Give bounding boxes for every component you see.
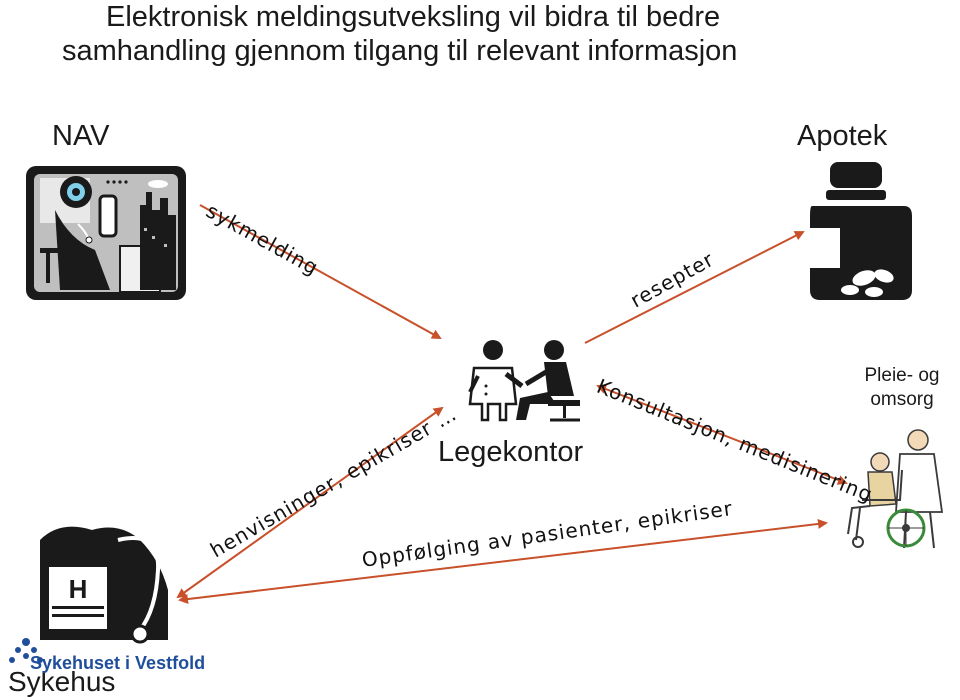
node-nav-label: NAV	[52, 120, 110, 152]
arrow-nav-legekontor	[199, 204, 442, 339]
svg-text:H: H	[69, 574, 88, 604]
diagram-title: Elektronisk meldingsutveksling vil bidra…	[62, 0, 906, 68]
nav-clipart-icon	[26, 166, 186, 300]
pleie-line-1: Pleie- og	[864, 365, 940, 386]
logo-emblem-icon	[9, 638, 43, 663]
title-line-1: Elektronisk meldingsutveksling vil bidra…	[106, 1, 721, 33]
doctor-patient-icon	[468, 340, 580, 422]
arrow-sykehus-pleie	[178, 518, 828, 605]
node-sykehus-label: Sykehus	[8, 666, 116, 697]
arrow-legekontor-apotek	[584, 231, 805, 344]
title-line-2: samhandling gjennom tilgang til relevant…	[62, 35, 738, 67]
hospital-stethoscope-icon: H	[40, 526, 168, 644]
pleie-line-2: omsorg	[870, 389, 934, 410]
pill-bottle-icon	[810, 162, 912, 300]
node-pleie-label: Pleie- og omsorg	[852, 364, 952, 412]
caregiver-wheelchair-icon	[847, 429, 944, 549]
arrow-legekontor-pleie	[596, 384, 848, 485]
logo-text: Sykehuset i Vestfold	[30, 653, 206, 673]
node-legekontor-label: Legekontor	[438, 436, 584, 468]
node-apotek-label: Apotek	[797, 120, 888, 152]
